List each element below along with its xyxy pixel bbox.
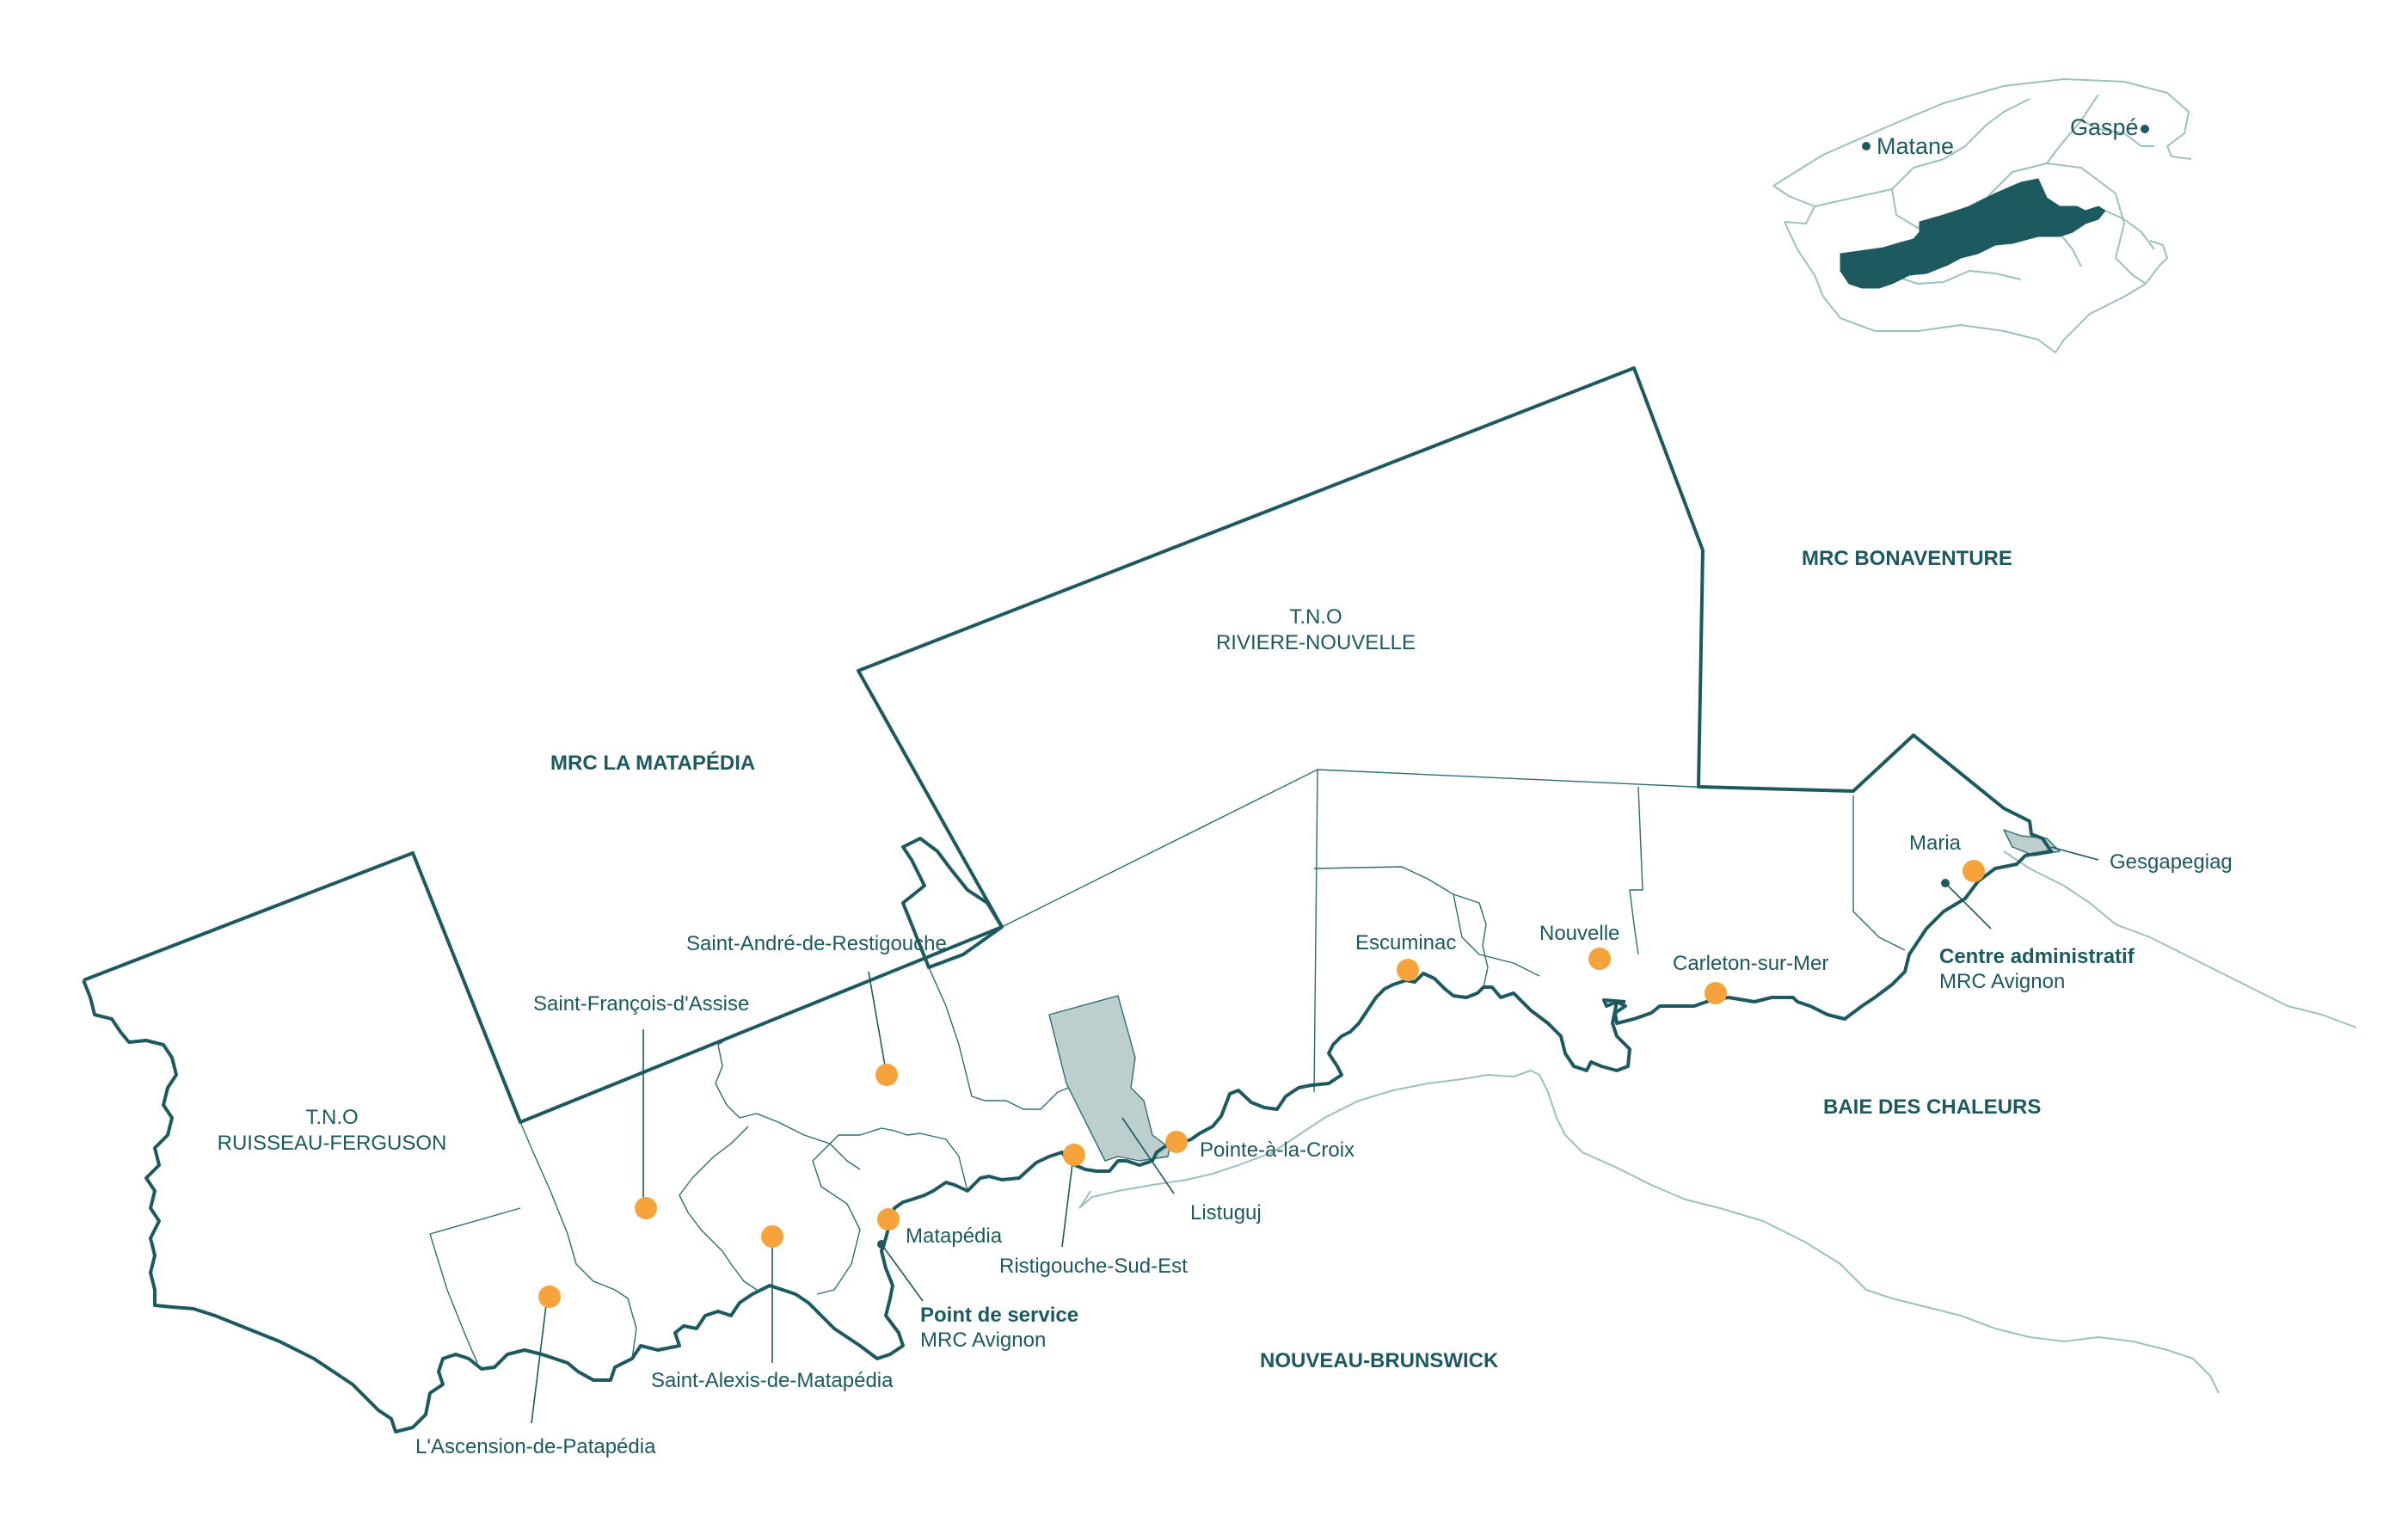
gesgapegiag-reserve [2003, 829, 2061, 856]
service-point-dots [877, 879, 1950, 1249]
inset-mrc-lines-1 [1814, 98, 2030, 207]
inset-matane-label: Matane [1877, 133, 1954, 159]
listuguj-reserve [1048, 995, 1170, 1162]
boundary-st-andre-matapedia [825, 1127, 968, 1192]
carleton-dot [1705, 982, 1727, 1004]
label-tno-ruisseau-ferguson-line1: T.N.O [305, 1106, 358, 1129]
leader-lascension [531, 1298, 548, 1424]
coastline [1078, 850, 2357, 1394]
boundary-nouvelle-carleton [1629, 786, 1643, 955]
label-maria: Maria [1909, 832, 1962, 855]
inset-gaspe-peninsula-tip [2149, 240, 2168, 267]
leader-ristigouche [1061, 1156, 1074, 1248]
saint-francois-dot [635, 1197, 657, 1219]
inset-gaspe-label: Gaspé [2070, 114, 2139, 140]
tno-riviere-nouvelle-boundary [857, 366, 2053, 1025]
label-listuguj: Listuguj [1190, 1201, 1262, 1224]
boundary-ristigouche-north [1001, 769, 1854, 928]
leader-centre-administratif [1944, 882, 1992, 930]
label-saint-andre: Saint-André-de-Restigouche [686, 932, 947, 955]
restigouche-river-boundary [82, 972, 1631, 1433]
inset-mrc-lines-3 [2046, 163, 2125, 259]
inset-north-shore [1772, 185, 1815, 224]
inset-mrc-avignon-highlight [1840, 178, 2106, 289]
label-point-de-service-title: Point de service [920, 1304, 1078, 1327]
inset-gesgapegiag-detail [2104, 210, 2155, 250]
saint-andre-dot [875, 1064, 898, 1086]
boundary-carleton-maria [1852, 795, 1906, 951]
boundary-st-alexis-west [679, 1126, 758, 1291]
label-nouvelle: Nouvelle [1539, 922, 1619, 945]
matapedia-dot [877, 1208, 900, 1230]
label-tno-riviere-nouvelle-line1: T.N.O [1289, 605, 1342, 629]
label-centre-administratif-subtitle: MRC Avignon [1939, 970, 2065, 993]
mrc-boundary [82, 366, 2053, 1433]
lascension-dot [538, 1286, 561, 1308]
leader-listuguj [1121, 1117, 1175, 1194]
label-saint-francois: Saint-François-d'Assise [533, 992, 749, 1016]
saint-alexis-dot [761, 1225, 783, 1248]
boundary-lascension-west [429, 1207, 521, 1235]
label-nouveau-brunswick: NOUVEAU-BRUNSWICK [1260, 1349, 1499, 1372]
maria-dot [1963, 860, 1985, 882]
service-point-labels: Point de service MRC Avignon Centre admi… [920, 945, 2135, 1352]
centre-administratif-dot [1941, 879, 1950, 887]
pointe-a-la-croix-dot [1165, 1131, 1188, 1153]
municipal-boundaries [429, 769, 1906, 1364]
label-mrc-bonaventure: MRC BONAVENTURE [1802, 547, 2012, 570]
leader-lines [531, 846, 2099, 1424]
bay-northern-shore [2003, 850, 2357, 1028]
boundary-st-andre-ristigouche [928, 967, 1076, 1110]
inset-gaspe-dot [2141, 125, 2149, 133]
label-matapedia: Matapédia [906, 1224, 1003, 1248]
label-gesgapegiag: Gesgapegiag [2110, 850, 2233, 874]
municipality-dots [538, 860, 1985, 1308]
label-tno-ruisseau-ferguson-line2: RUISSEAU-FERGUSON [218, 1132, 447, 1155]
label-tno-riviere-nouvelle-line2: RIVIERE-NOUVELLE [1216, 631, 1416, 654]
boundary-escuminac-inner [1453, 893, 1540, 977]
boundary-st-francois-lascension [519, 1121, 637, 1359]
inset-south-shore [1784, 221, 2159, 353]
municipality-labels: Saint-André-de-Restigouche Saint-Françoi… [415, 832, 2233, 1458]
point-de-service-dot [877, 1240, 886, 1249]
ristigouche-dot [1063, 1144, 1085, 1166]
leader-point-de-service [881, 1243, 924, 1302]
label-saint-alexis: Saint-Alexis-de-Matapédia [651, 1369, 894, 1392]
label-point-de-service-subtitle: MRC Avignon [920, 1329, 1046, 1352]
label-mrc-la-matapedia: MRC LA MATAPÉDIA [550, 751, 755, 775]
label-escuminac: Escuminac [1355, 931, 1456, 954]
inset-mrc-lines-5 [2080, 120, 2154, 147]
restigouche-estuary [1078, 1190, 1091, 1209]
boundary-st-andre-south [715, 1044, 861, 1170]
inset-matane-dot [1862, 142, 1870, 150]
leader-saint-andre [868, 971, 887, 1071]
leader-gesgapegiag [2050, 846, 2099, 861]
boundary-st-alexis-east [812, 1147, 861, 1295]
label-lascension: L'Ascension-de-Patapédia [415, 1435, 656, 1458]
inset-map: Matane Gaspé [1772, 78, 2192, 353]
label-pointe-a-la-croix: Pointe-à-la-Croix [1200, 1138, 1354, 1162]
escuminac-dot [1397, 959, 1419, 981]
region-labels: MRC LA MATAPÉDIA MRC BONAVENTURE BAIE DE… [550, 547, 2041, 1372]
label-baie-des-chaleurs: BAIE DES CHALEURS [1823, 1095, 2041, 1119]
nouvelle-dot [1588, 948, 1611, 970]
inset-mrc-lines-6 [2115, 257, 2147, 285]
label-ristigouche: Ristigouche-Sud-Est [999, 1255, 1188, 1278]
label-centre-administratif-title: Centre administratif [1939, 945, 2135, 968]
new-brunswick-shore [1078, 1070, 2220, 1394]
boundary-escuminac-west [1313, 769, 1318, 1093]
inset-outline [1772, 78, 2192, 187]
tno-labels: T.N.O RIVIERE-NOUVELLE T.N.O RUISSEAU-FE… [218, 605, 1416, 1155]
tno-ruisseau-ferguson-boundary [83, 837, 1004, 1124]
boundary-lascension-south [429, 1233, 478, 1364]
boundary-escuminac-nouvelle [1313, 866, 1489, 988]
label-carleton: Carleton-sur-Mer [1673, 952, 1828, 975]
